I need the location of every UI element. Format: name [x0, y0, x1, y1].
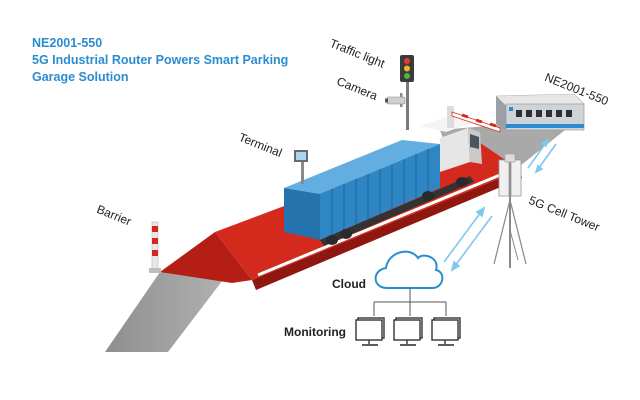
model-title: NE2001-550 — [32, 36, 103, 50]
gate-arm — [447, 106, 501, 133]
terminal-device — [294, 150, 308, 184]
monitor-icon — [431, 317, 461, 346]
headline: 5G Industrial Router Powers Smart Parkin… — [32, 53, 289, 67]
camera-device — [385, 93, 406, 107]
wheel — [456, 177, 468, 187]
router-device — [495, 93, 585, 131]
weighbridge-red-side — [252, 170, 522, 290]
truck-windshield — [470, 134, 479, 149]
barrier-post — [149, 221, 161, 273]
container-truck — [284, 116, 482, 246]
cell-tower-device — [493, 153, 527, 268]
container-front — [284, 188, 320, 240]
container-top — [284, 140, 440, 194]
asphalt-entry — [105, 268, 232, 352]
cloud-label: Cloud — [332, 277, 366, 291]
cloud-icon — [374, 250, 444, 289]
monitor-icon — [355, 317, 385, 346]
cloud-network — [373, 250, 447, 316]
traffic-light-device — [400, 55, 414, 130]
wheel — [340, 229, 352, 239]
lane-stripe — [257, 173, 501, 277]
weighbridge-red-ramp — [160, 232, 252, 283]
wireless-links — [443, 138, 557, 272]
wheel — [422, 191, 434, 201]
monitoring-label: Monitoring — [284, 325, 346, 339]
monitor-icon — [393, 317, 423, 346]
truck-chassis — [320, 176, 474, 246]
truck-cab-side — [440, 128, 470, 172]
wheel — [326, 235, 338, 245]
subline: Garage Solution — [32, 70, 129, 84]
